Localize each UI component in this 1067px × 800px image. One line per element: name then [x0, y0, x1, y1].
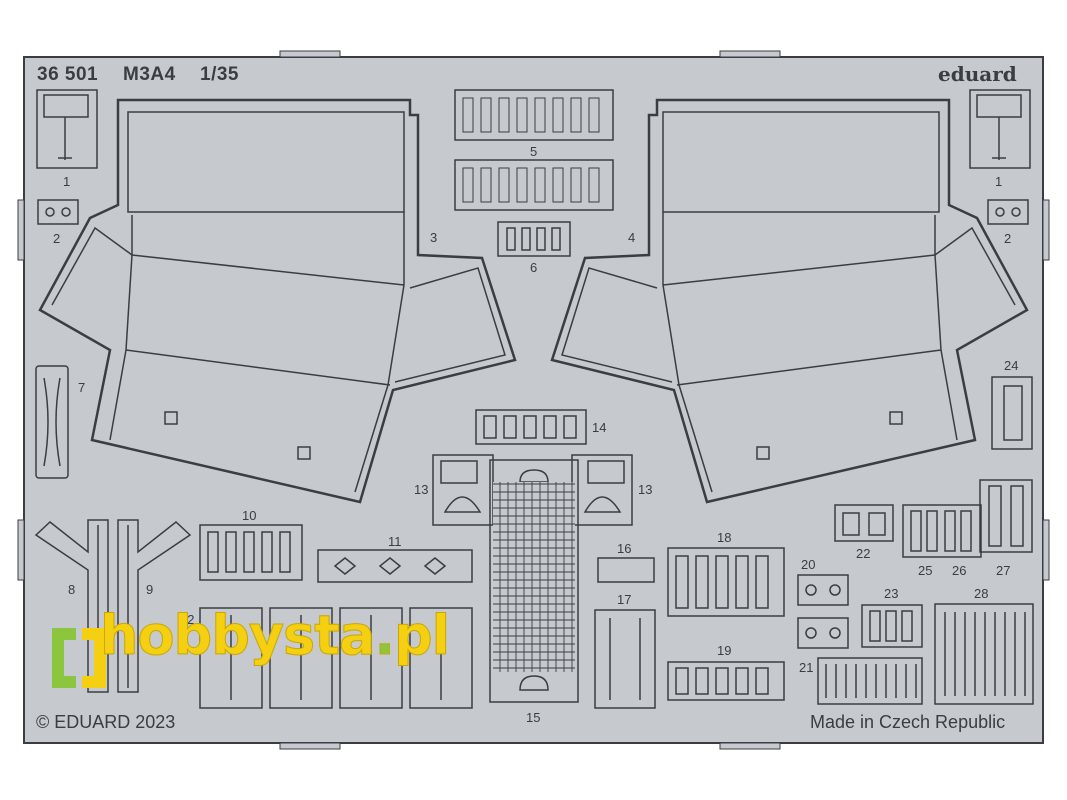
- part-22: [834, 504, 894, 542]
- brand-logo: eduard: [938, 62, 1017, 86]
- part-1-left: [36, 89, 98, 169]
- label-1-right: 1: [995, 174, 1002, 189]
- part-10: [199, 524, 303, 581]
- part-24: [991, 376, 1033, 450]
- label-17: 17: [617, 592, 631, 607]
- part-18: [667, 547, 785, 617]
- label-22: 22: [856, 546, 870, 561]
- label-9: 9: [146, 582, 153, 597]
- part-23: [861, 604, 923, 648]
- label-1-left: 1: [63, 174, 70, 189]
- label-2-left: 2: [53, 231, 60, 246]
- header-code: 36 501: [37, 64, 99, 85]
- part-11: [317, 549, 473, 583]
- part-12: [199, 607, 473, 709]
- label-26: 26: [952, 563, 966, 578]
- part-17: [594, 609, 656, 709]
- label-21: 21: [799, 660, 813, 675]
- header-model: M3A4: [123, 64, 176, 85]
- part-27: [979, 479, 1033, 553]
- part-1-right: [969, 89, 1031, 169]
- part-2-left: [37, 199, 79, 225]
- watermark-main: hobbysta: [99, 604, 375, 668]
- part-5-links: [462, 97, 600, 203]
- label-18: 18: [717, 530, 731, 545]
- label-23: 23: [884, 586, 898, 601]
- label-16: 16: [617, 541, 631, 556]
- part-28: [934, 603, 1034, 705]
- part-3-panel: [38, 98, 517, 504]
- label-8: 8: [68, 582, 75, 597]
- part-labels: 1 2 3 4 5 6 7 8 9 10 11 12 13 13 14 15 1…: [53, 144, 1018, 725]
- part-4-panel: [550, 98, 1029, 504]
- label-25: 25: [918, 563, 932, 578]
- header-scale: 1/35: [200, 64, 239, 85]
- part-19: [667, 661, 785, 701]
- part-20: [797, 574, 849, 649]
- label-28: 28: [974, 586, 988, 601]
- watermark: hobbysta.pl: [99, 604, 450, 668]
- label-7: 7: [78, 380, 85, 395]
- watermark-tld: pl: [393, 604, 450, 668]
- label-24: 24: [1004, 358, 1018, 373]
- part-16: [597, 557, 655, 583]
- label-3: 3: [430, 230, 437, 245]
- label-2-right: 2: [1004, 231, 1011, 246]
- label-13-left: 13: [414, 482, 428, 497]
- label-10: 10: [242, 508, 256, 523]
- label-12: 12: [180, 612, 194, 627]
- parts-25-26: [902, 504, 982, 558]
- label-11: 11: [388, 534, 402, 549]
- part-14: [475, 409, 587, 445]
- label-20: 20: [801, 557, 815, 572]
- label-19: 19: [717, 643, 731, 658]
- watermark-logo-icon: [52, 628, 106, 688]
- part-5: [454, 89, 614, 211]
- footer-origin: Made in Czech Republic: [810, 712, 1006, 732]
- part-7: [35, 365, 69, 479]
- label-4: 4: [628, 230, 635, 245]
- label-27: 27: [996, 563, 1010, 578]
- watermark-dot: .: [374, 604, 395, 668]
- label-15: 15: [526, 710, 540, 725]
- footer-copyright: © EDUARD 2023: [36, 712, 176, 732]
- part-21: [817, 657, 923, 705]
- label-13-right: 13: [638, 482, 652, 497]
- part-2-right: [987, 199, 1029, 225]
- part-6: [497, 221, 571, 257]
- label-6: 6: [530, 260, 537, 275]
- label-5: 5: [530, 144, 537, 159]
- label-14: 14: [592, 420, 606, 435]
